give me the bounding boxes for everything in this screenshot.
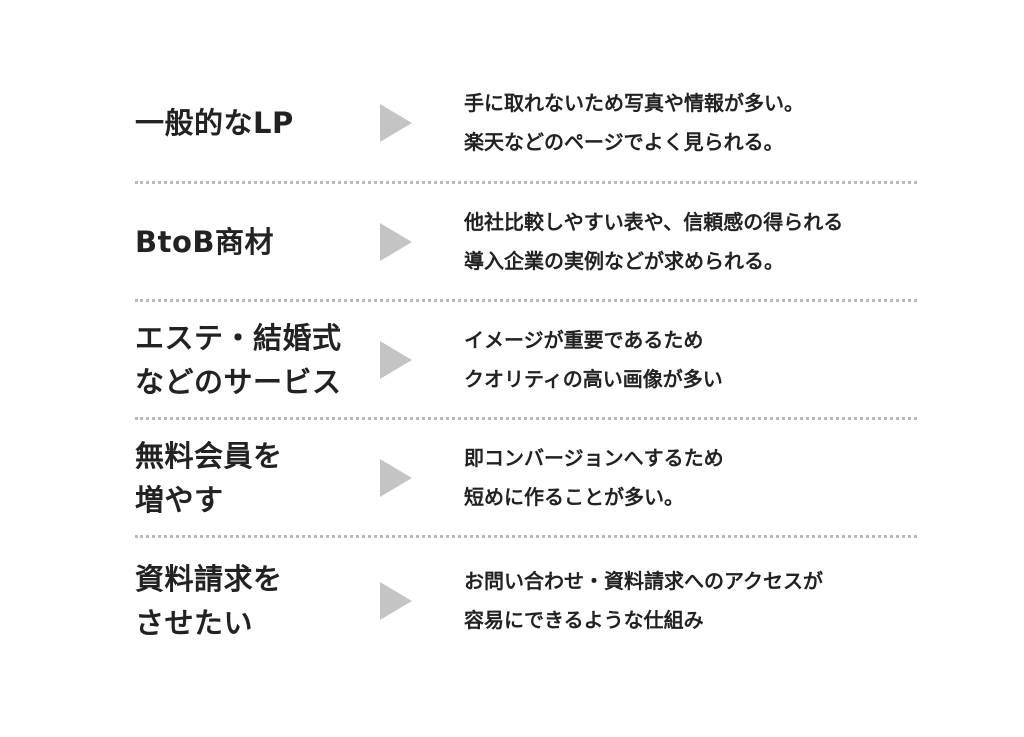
row-description: 手に取れないため写真や情報が多い。 楽天などのページでよく見られる。 (464, 90, 804, 154)
row-description: 他社比較しやすい表や、信頼感の得られる 導入企業の実例などが求められる。 (464, 209, 844, 273)
row-category: BtoB商材 (135, 224, 274, 259)
table-row: エステ・結婚式 などのサービス イメージが重要であるため クオリティの高い画像が… (135, 302, 917, 420)
arrow-right-icon (380, 581, 412, 620)
table-row: 資料請求を させたい お問い合わせ・資料請求へのアクセスが 容易にできるような仕… (135, 538, 917, 663)
table-row: 無料会員を 増やす 即コンバージョンへするため 短めに作ることが多い。 (135, 420, 917, 538)
arrow-right-icon (380, 458, 412, 497)
arrow-right-icon (380, 222, 412, 261)
row-category: 資料請求を させたい (135, 561, 283, 640)
table-row: 一般的なLP 手に取れないため写真や情報が多い。 楽天などのページでよく見られる… (135, 64, 917, 184)
arrow-right-icon (380, 103, 412, 142)
table-row: BtoB商材 他社比較しやすい表や、信頼感の得られる 導入企業の実例などが求めら… (135, 184, 917, 302)
row-description: 即コンバージョンへするため 短めに作ることが多い。 (464, 445, 724, 509)
row-category: 無料会員を 増やす (135, 438, 283, 517)
row-category: 一般的なLP (135, 105, 294, 140)
row-category: エステ・結婚式 などのサービス (135, 320, 342, 399)
row-description: お問い合わせ・資料請求へのアクセスが 容易にできるような仕組み (464, 568, 823, 632)
arrow-right-icon (380, 340, 412, 379)
lp-type-table: 一般的なLP 手に取れないため写真や情報が多い。 楽天などのページでよく見られる… (135, 64, 917, 663)
row-description: イメージが重要であるため クオリティの高い画像が多い (464, 327, 723, 391)
